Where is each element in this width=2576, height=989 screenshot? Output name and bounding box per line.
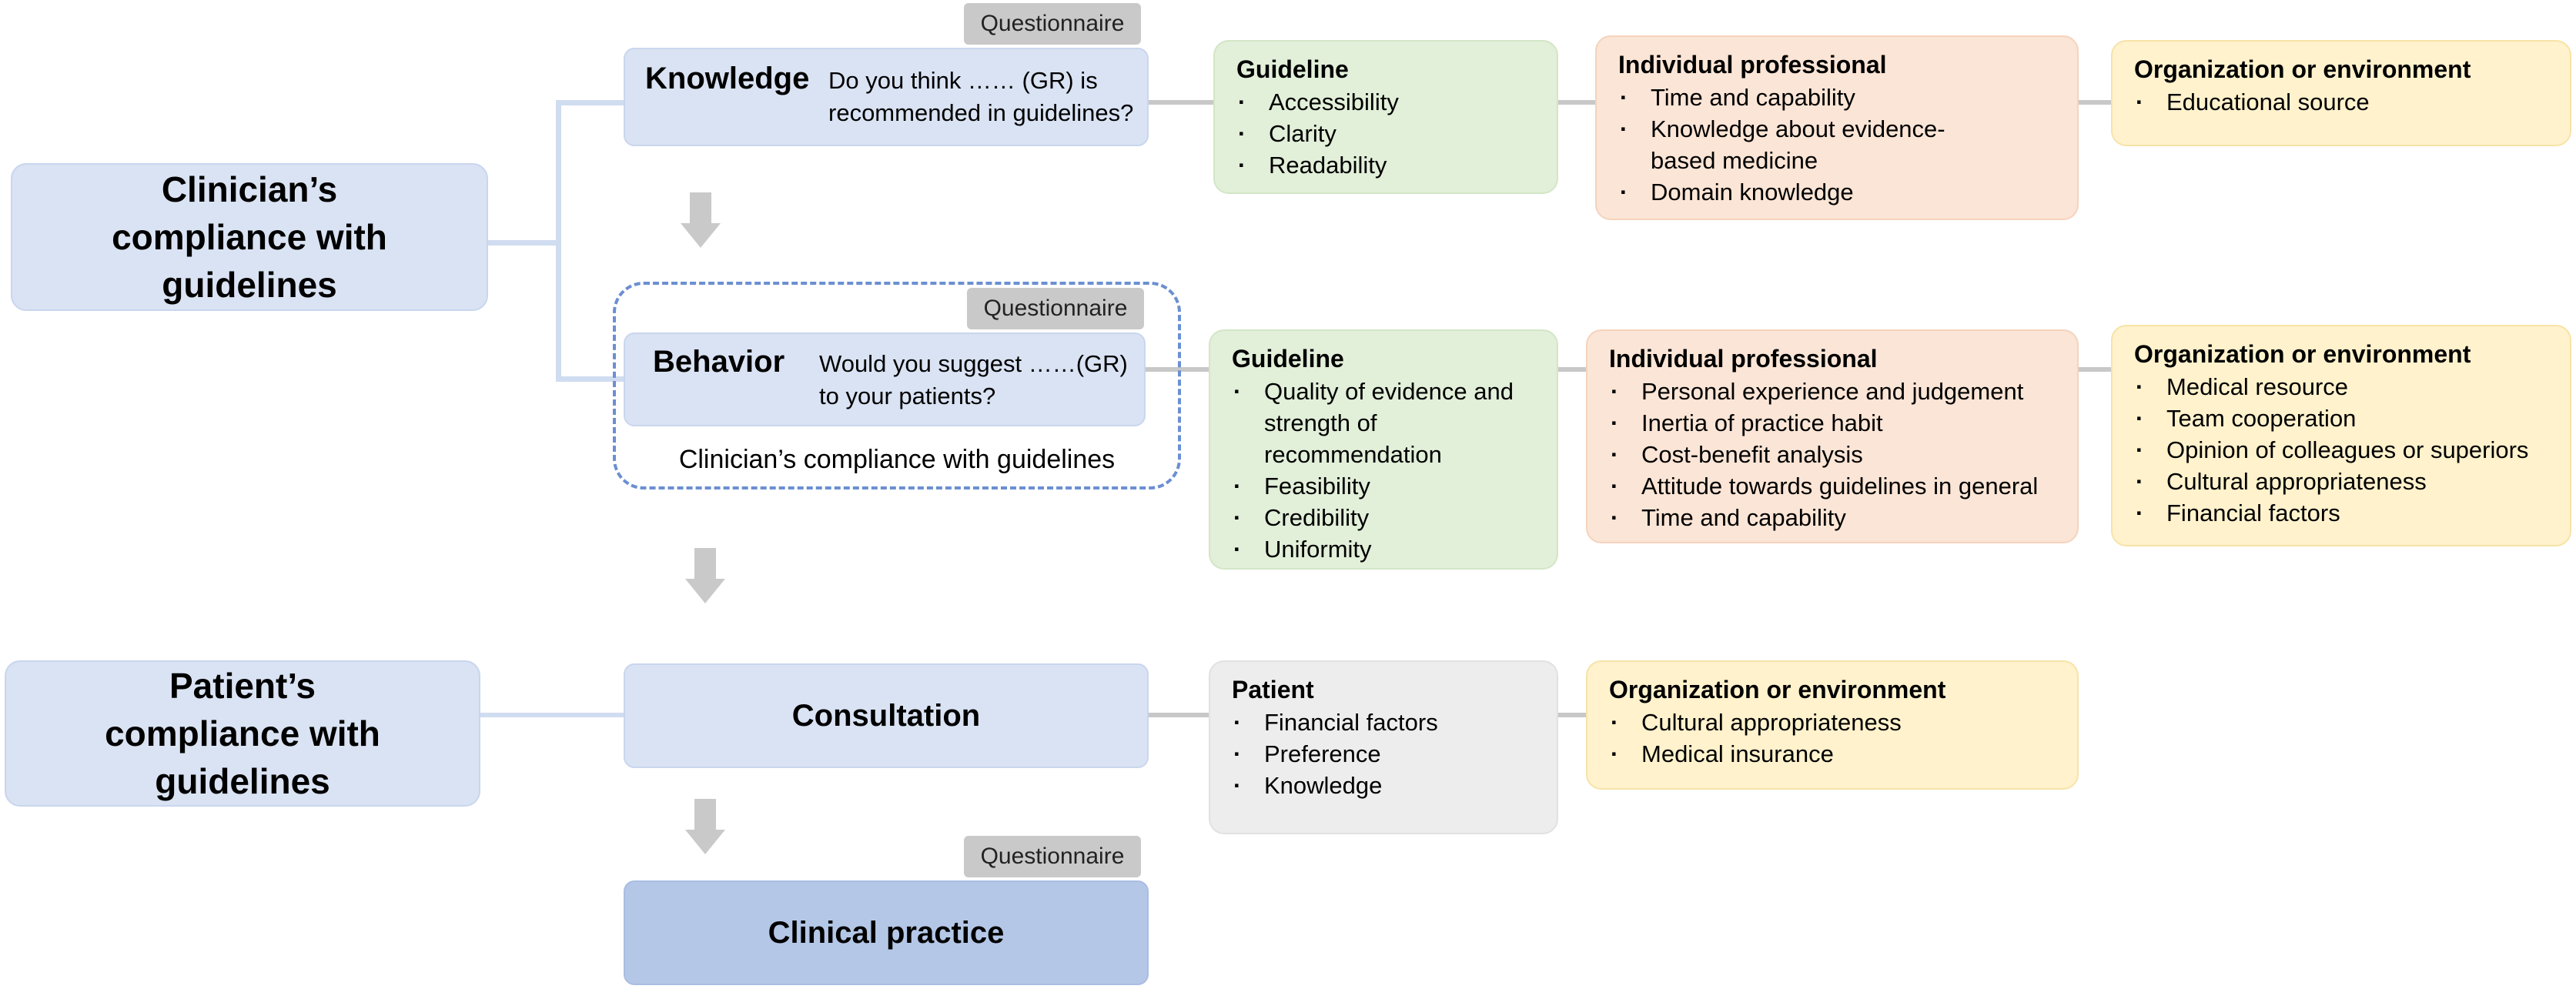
clinical-practice-label: Clinical practice (768, 915, 1005, 950)
factor-item: Cultural appropriateness (2134, 466, 2554, 497)
knowledge-box: Knowledge Do you think …… (GR) is recomm… (624, 48, 1149, 146)
factor-item: Educational source (2134, 86, 2554, 118)
knowledge-organization-factors: Organization or environment Educational … (2111, 40, 2571, 146)
factor-item: Domain knowledge (1618, 176, 2062, 208)
consultation-organization-factors: Organization or environment Cultural app… (1586, 660, 2079, 790)
factor-item: Medical resource (2134, 371, 2554, 403)
factor-item: Financial factors (1232, 707, 1541, 738)
down-arrow-icon (685, 799, 725, 854)
knowledge-label: Knowledge (645, 62, 810, 95)
patient-compliance-box: Patient’s compliance with guidelines (5, 660, 480, 807)
patient-compliance-label: Patient’s compliance with guidelines (105, 666, 380, 801)
factor-item: Attitude towards guidelines in general (1609, 470, 2062, 502)
behavior-label: Behavior (653, 345, 785, 379)
connector-patient-to-consultation (479, 713, 625, 717)
consultation-box: Consultation (624, 663, 1149, 768)
factor-item: Opinion of colleagues or superiors (2134, 434, 2554, 466)
connector-bracket-to-behavior (556, 376, 627, 382)
factor-title: Guideline (1232, 345, 1344, 373)
factor-item: Cost-benefit analysis (1609, 439, 2062, 470)
clinician-compliance-label: Clinician’s compliance with guidelines (112, 169, 387, 305)
knowledge-guideline-factors: Guideline Accessibility Clarity Readabil… (1213, 40, 1558, 194)
factor-item: Time and capability (1618, 82, 2062, 113)
factor-title: Patient (1232, 676, 1314, 703)
factor-item: Feasibility (1232, 470, 1541, 502)
clinical-practice-box: Clinical practice (624, 880, 1149, 985)
behavior-organization-factors: Organization or environment Medical reso… (2111, 325, 2571, 546)
factor-title: Organization or environment (2134, 55, 2471, 83)
factor-item: Quality of evidence and strength of reco… (1232, 376, 1526, 470)
factor-item: Cultural appropriateness (1609, 707, 2062, 738)
factor-title: Organization or environment (1609, 676, 1946, 703)
factor-item: Team cooperation (2134, 403, 2554, 434)
factor-title: Individual professional (1609, 345, 1878, 373)
factor-item: Credibility (1232, 502, 1541, 533)
questionnaire-tag-behavior: Questionnaire (967, 288, 1144, 329)
factor-item: Knowledge about evidence-based medicine (1618, 113, 1959, 176)
factor-item: Knowledge (1232, 770, 1541, 801)
questionnaire-tag-knowledge: Questionnaire (964, 3, 1141, 45)
consultation-patient-factors: Patient Financial factors Preference Kno… (1209, 660, 1558, 834)
factor-item: Inertia of practice habit (1609, 407, 2062, 439)
knowledge-individual-factors: Individual professional Time and capabil… (1595, 35, 2079, 220)
behavior-box: Behavior Would you suggest ……(GR) to you… (624, 332, 1146, 426)
connector-bracket-to-knowledge (556, 100, 625, 105)
factor-item: Medical insurance (1609, 738, 2062, 770)
factor-item: Readability (1236, 149, 1541, 181)
factor-item: Time and capability (1609, 502, 2062, 533)
behavior-dashed-group (613, 282, 1181, 489)
factor-item: Clarity (1236, 118, 1541, 149)
clinician-compliance-box: Clinician’s compliance with guidelines (11, 163, 488, 311)
factor-title: Organization or environment (2134, 340, 2471, 368)
factor-item: Financial factors (2134, 497, 2554, 529)
connector-clinician-to-bracket (487, 240, 560, 246)
behavior-caption: Clinician’s compliance with guidelines (678, 445, 1116, 474)
factor-item: Accessibility (1236, 86, 1541, 118)
down-arrow-icon (685, 548, 725, 603)
factor-title: Guideline (1236, 55, 1349, 83)
factor-title: Individual professional (1618, 51, 1887, 79)
behavior-guideline-factors: Guideline Quality of evidence and streng… (1209, 329, 1558, 570)
factor-item: Personal experience and judgement (1609, 376, 2062, 407)
behavior-individual-factors: Individual professional Personal experie… (1586, 329, 2079, 543)
factor-item: Preference (1232, 738, 1541, 770)
questionnaire-tag-clinical: Questionnaire (964, 836, 1141, 877)
behavior-question: Would you suggest ……(GR) to your patient… (819, 350, 1128, 409)
knowledge-question: Do you think …… (GR) is recommended in g… (828, 67, 1134, 126)
factor-item: Uniformity (1232, 533, 1541, 565)
consultation-label: Consultation (791, 698, 981, 733)
down-arrow-icon (681, 192, 721, 248)
